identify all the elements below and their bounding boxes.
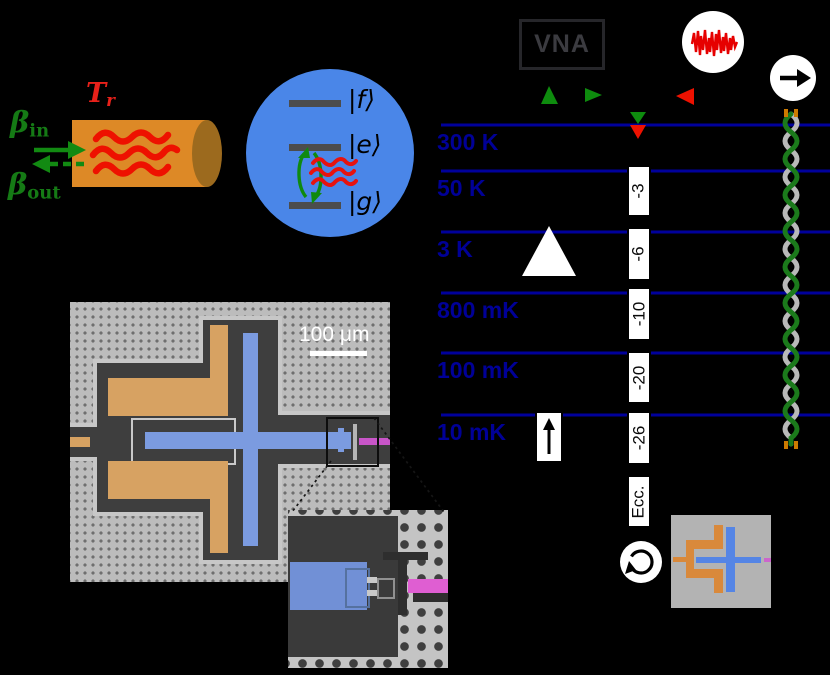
schematic-coupler-bottom-arm [686, 569, 723, 578]
stage-label-3K: 3 K [437, 236, 473, 262]
schematic-transmon-horizontal [696, 557, 761, 563]
stage-label-10mK: 10 mK [437, 419, 507, 445]
eccosorb-filter: Ecc. [627, 475, 651, 528]
level-f-label: |f⟩ [348, 85, 375, 114]
stage-label-300K: 300 K [437, 129, 499, 155]
level-e-label: |e⟩ [348, 130, 382, 159]
beta-in-arrow [34, 141, 86, 159]
thermal-photons-squiggles [89, 129, 181, 177]
level-f-bar [289, 100, 341, 107]
scale-bar-label: 100 μm [299, 323, 370, 346]
coupler-top-bar [210, 325, 228, 381]
stage-label-50K: 50 K [437, 175, 486, 201]
inset-charge-line-magenta [408, 579, 448, 593]
attenuator-26dB: -26 [627, 411, 651, 465]
resonator-temperature-label: Tr [86, 78, 115, 110]
level-e-bar [289, 144, 341, 151]
coupling-curved-arrow [214, 109, 259, 146]
red-left-arrow-icon [676, 88, 694, 105]
circulator-icon [620, 541, 662, 583]
coupler-top-arm [108, 378, 228, 416]
transmon-end-tab [338, 428, 344, 452]
isolator-icon [535, 411, 563, 463]
schematic-coupler-left [686, 540, 694, 578]
schematic-coupler-top-arm [686, 540, 723, 549]
eccosorb-label: Ecc. [629, 484, 648, 519]
stage-label-100mK: 100 mK [437, 357, 519, 383]
qubit-thermal-squiggles [309, 157, 358, 187]
level-g-label: |g⟩ [348, 187, 383, 216]
scale-bar [310, 351, 367, 356]
qubit-level-diagram [246, 69, 414, 237]
green-up-arrow-icon [541, 86, 558, 104]
inset-transmon-pad [290, 562, 367, 610]
stage-label-800mK: 800 mK [437, 297, 519, 323]
vna-box: VNA [519, 19, 605, 70]
green-right-arrow-icon [585, 88, 602, 102]
ge-transition-arrows [297, 147, 323, 204]
cable-connector-tips [784, 109, 798, 449]
green-down-arrow-icon [630, 112, 646, 124]
attenuator-3dB: -3 [627, 165, 651, 217]
junction-prong [367, 590, 377, 596]
beta-in-sub: in [29, 120, 50, 142]
junction-box [377, 578, 395, 599]
inset-pad-outline [345, 568, 370, 608]
attenuator-3dB-value: -3 [629, 183, 648, 199]
schematic-coupler-bar-bottom [714, 569, 723, 593]
device-micrograph: 100 μm [70, 302, 390, 582]
chip-schematic [671, 515, 771, 608]
junction-lead [353, 424, 357, 460]
level-g-bar [289, 202, 341, 209]
zoom-region-rect [326, 417, 379, 467]
attenuator-6dB-value: -6 [629, 246, 648, 262]
junction-inset-image [288, 510, 448, 668]
beta-in-label: βin [10, 105, 49, 141]
noise-source-icon [682, 11, 744, 73]
attenuator-10dB: -10 [627, 287, 651, 341]
schematic-feed-stub [673, 557, 688, 562]
beta-out-label: βout [8, 167, 61, 203]
amplifier-icon [522, 226, 576, 276]
output-port-icon [770, 55, 816, 101]
qubit-circle [246, 69, 414, 237]
beta-in-base: β [10, 105, 30, 139]
attenuator-6dB: -6 [627, 227, 651, 281]
red-down-arrow-icon [630, 125, 646, 139]
junction-prong [367, 577, 377, 583]
attenuator-20dB: -20 [627, 351, 651, 404]
transmon-horizontal-arm [145, 432, 351, 449]
coupler-bottom-bar [210, 499, 228, 553]
feedline-stub [70, 437, 90, 447]
inset-t-stem [398, 552, 407, 615]
schematic-coupler-bar-top [714, 525, 723, 549]
coupler-bottom-arm [108, 461, 228, 499]
beta-out-sub: out [27, 182, 61, 204]
temperature-sub: r [106, 90, 115, 111]
schematic-output-stub [764, 558, 771, 562]
attenuator-20dB-value: -20 [629, 365, 649, 390]
twisted-pair-cable [782, 109, 800, 449]
inset-dark-bar [413, 593, 448, 602]
beta-out-base: β [8, 167, 28, 201]
thermal-source-cylinder [72, 120, 222, 187]
temperature-base: T [86, 78, 107, 109]
attenuator-26dB-value: -26 [629, 425, 649, 451]
attenuator-10dB-value: -10 [629, 301, 649, 327]
